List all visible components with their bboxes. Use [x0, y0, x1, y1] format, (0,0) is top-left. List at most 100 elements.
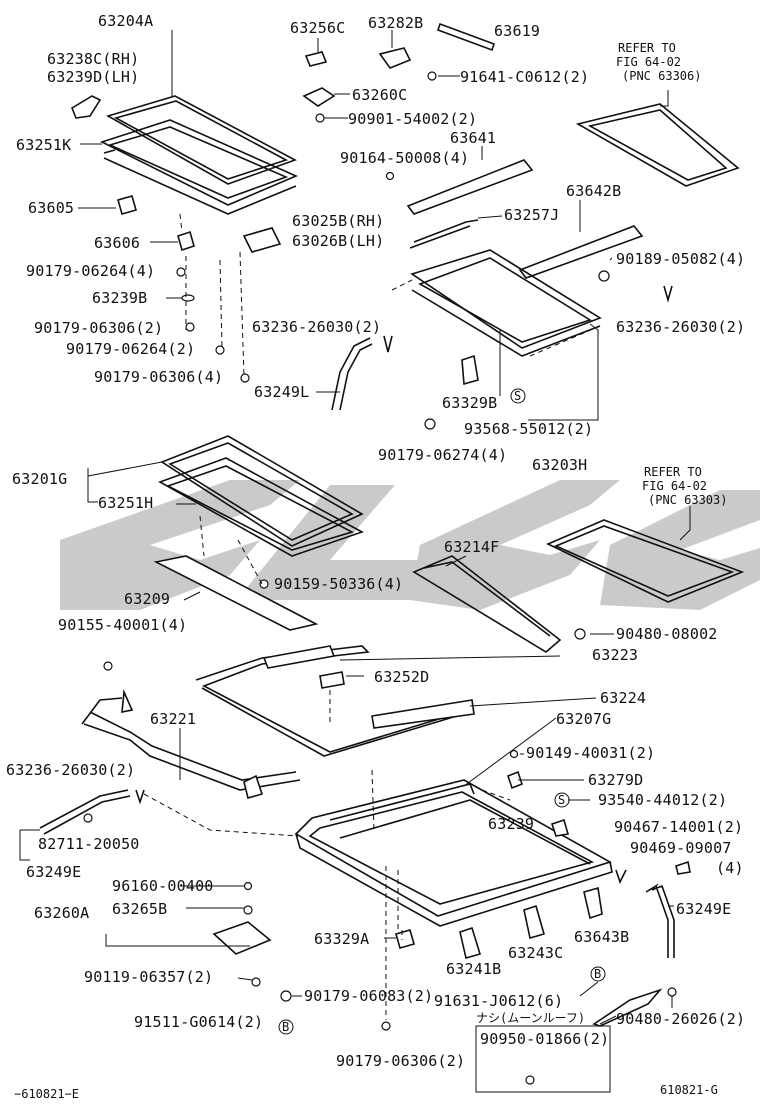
frame-63223	[195, 645, 475, 757]
label-63251k: 63251K	[16, 136, 71, 154]
label-91511: 91511-G0614(2)	[134, 1013, 263, 1031]
label-91641: 91641-C0612(2)	[460, 68, 589, 86]
label-93568: 93568-55012(2)	[464, 420, 593, 438]
label-90469-qty: (4)	[716, 859, 744, 877]
label-63251h: 63251H	[98, 494, 153, 512]
mark-b-1: B	[594, 967, 601, 981]
label-90155: 90155-40001(4)	[58, 616, 187, 634]
refer-top-line3: (PNC 63306)	[622, 69, 701, 83]
label-90164: 90164-50008(4)	[340, 149, 469, 167]
hose-63249l	[331, 337, 373, 411]
leader-lines	[19, 30, 691, 1025]
part-63643b	[583, 886, 603, 920]
rail-63642b	[518, 225, 644, 279]
frame-63207g	[294, 779, 613, 927]
label-90179-06306-2: 90179-06306(2)	[34, 319, 163, 337]
glass-63201g	[158, 435, 364, 557]
bracket-63606	[177, 230, 195, 252]
label-63260c: 63260C	[352, 86, 407, 104]
label-63606: 63606	[94, 234, 140, 252]
sunshade-ref-top	[575, 103, 740, 187]
label-63203h: 63203H	[532, 456, 587, 474]
clip-90950	[525, 1075, 535, 1085]
label-63236-b: 63236-26030(2)	[616, 318, 745, 336]
part-63239	[550, 818, 570, 837]
refer-note-top: REFER TO FIG 64-02 (PNC 63306)	[616, 41, 701, 83]
moon-roof-note: ナシ(ムーンルーフ)	[476, 1011, 585, 1025]
label-63329a: 63329A	[314, 930, 369, 948]
label-90149: 90149-40031(2)	[526, 744, 655, 762]
label-63256c: 63256C	[290, 19, 345, 37]
refer-top-line2: FIG 64-02	[616, 55, 681, 69]
clamp-63236-c	[135, 789, 145, 805]
bolt-90119	[251, 977, 261, 987]
label-63236-a: 63236-26030(2)	[252, 318, 381, 336]
glass-seal-top	[99, 95, 299, 215]
mark-b-2: B	[282, 1020, 289, 1034]
part-box-90950	[475, 1025, 611, 1093]
label-82711: 82711-20050	[38, 835, 140, 853]
label-90950: 90950-01866(2)	[480, 1030, 609, 1048]
bracket-63238c	[71, 95, 102, 119]
label-63223: 63223	[592, 646, 638, 664]
clamp-90467	[615, 869, 627, 885]
label-90179-06306-4: 90179-06306(4)	[94, 368, 223, 386]
part-63619	[436, 22, 496, 52]
part-90469	[675, 860, 691, 875]
bolt-90480-08002	[574, 628, 586, 640]
part-63282b	[378, 47, 412, 69]
circle-marks: S S B B	[278, 388, 606, 1035]
label-90480-08002: 90480-08002	[616, 625, 718, 643]
mark-s-2: S	[558, 793, 565, 807]
label-90480-26026: 90480-26026(2)	[616, 1010, 745, 1028]
label-90467: 90467-14001(2)	[614, 818, 743, 836]
bolt-96160	[243, 881, 253, 891]
sunshade-ref-mid	[546, 519, 745, 603]
label-63214f: 63214F	[444, 538, 499, 556]
label-63249l: 63249L	[254, 383, 309, 401]
part-63256c	[304, 51, 328, 67]
bracket-63025b	[242, 227, 282, 253]
bolt-90189	[598, 270, 610, 282]
bolt-63265b	[243, 905, 253, 915]
part-63329a	[395, 929, 415, 949]
rail-63641	[406, 159, 534, 215]
label-90179-06264-2: 90179-06264(2)	[66, 340, 195, 358]
label-90469: 90469-09007	[630, 839, 732, 857]
bolt-90901	[315, 113, 325, 123]
label-63026b: 63026B(LH)	[292, 232, 384, 250]
label-63257j: 63257J	[504, 206, 559, 224]
label-90179-06274: 90179-06274(4)	[378, 446, 507, 464]
deflector-63214f	[412, 555, 562, 653]
part-63279d	[507, 770, 523, 790]
part-63243c	[523, 904, 545, 940]
label-63260a: 63260A	[34, 904, 89, 922]
refer-mid-line1: REFER TO	[644, 465, 702, 479]
label-90901: 90901-54002(2)	[348, 110, 477, 128]
label-90179-06306-bot: 90179-06306(2)	[336, 1052, 465, 1070]
part-labels: 63204A 63238C(RH) 63239D(LH) 63251K 6360…	[6, 12, 745, 1070]
label-63641: 63641	[450, 129, 496, 147]
refer-top-line1: REFER TO	[618, 41, 676, 55]
bracket-63260a	[212, 921, 272, 955]
label-63642b: 63642B	[566, 182, 621, 200]
label-63207g: 63207G	[556, 710, 611, 728]
part-63329b	[461, 354, 479, 386]
footer-left-code: −610821−E	[14, 1087, 79, 1101]
label-63619: 63619	[494, 22, 540, 40]
label-96160: 96160-00400	[112, 877, 214, 895]
drive-cable-63221	[81, 688, 301, 799]
label-63329b: 63329B	[442, 394, 497, 412]
label-63252d: 63252D	[374, 668, 429, 686]
clamp-63236-b	[663, 285, 673, 303]
bolt-82711	[83, 813, 93, 823]
bolts-left	[176, 267, 250, 383]
label-90189: 90189-05082(4)	[616, 250, 745, 268]
label-63282b: 63282B	[368, 14, 423, 32]
bolt-90155	[103, 661, 113, 671]
part-63241b	[459, 926, 482, 960]
label-90119: 90119-06357(2)	[84, 968, 213, 986]
housing-63203h	[391, 249, 602, 357]
label-63204a: 63204A	[98, 12, 153, 30]
